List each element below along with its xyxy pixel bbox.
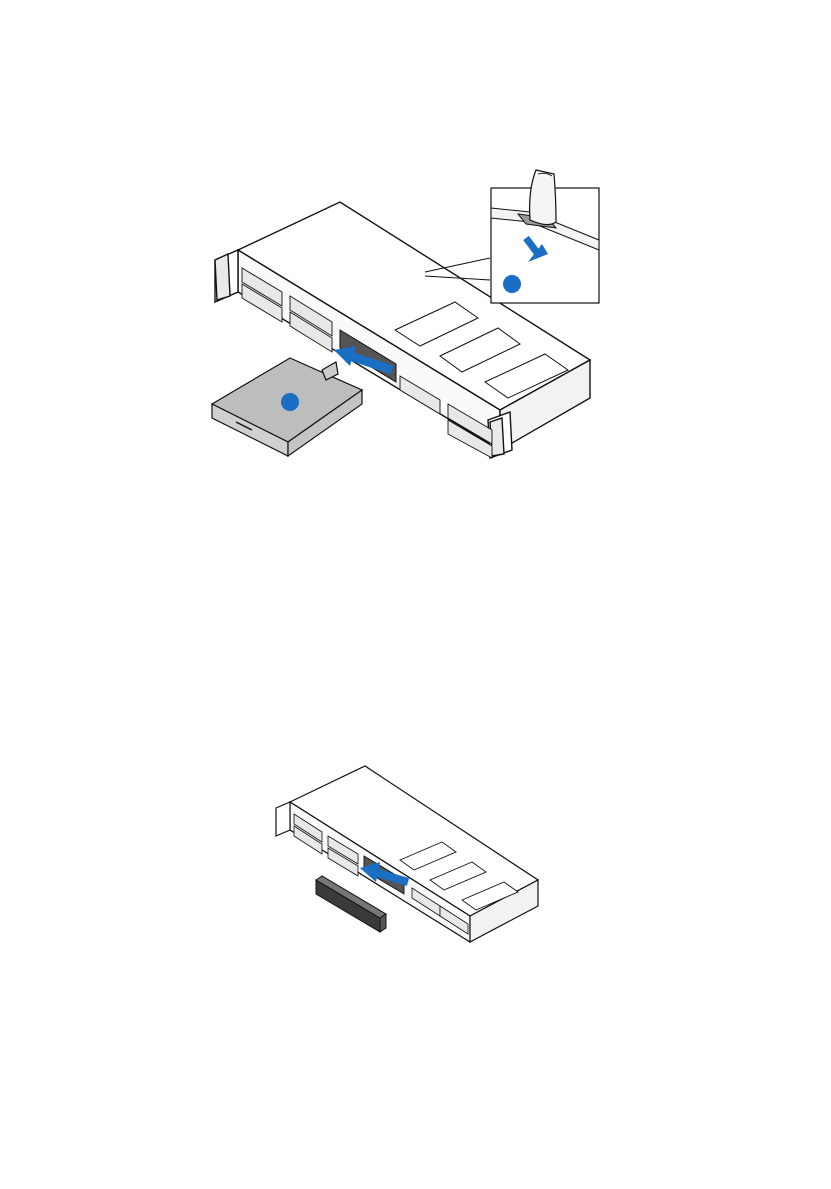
diagram-optical-drive-removal: [0, 150, 831, 490]
callout-optical-drive: [281, 393, 299, 411]
figure-remove-optical-drive: [0, 150, 831, 490]
server-chassis-icon: [276, 766, 538, 942]
inset-detail: [491, 170, 599, 303]
drive-bay-filler-icon: [316, 876, 386, 932]
finger-press-icon: [530, 170, 556, 225]
figure-remove-drive-bay-filler: [0, 750, 831, 970]
diagram-filler-removal: [0, 750, 831, 970]
callout-latch: [503, 275, 521, 293]
